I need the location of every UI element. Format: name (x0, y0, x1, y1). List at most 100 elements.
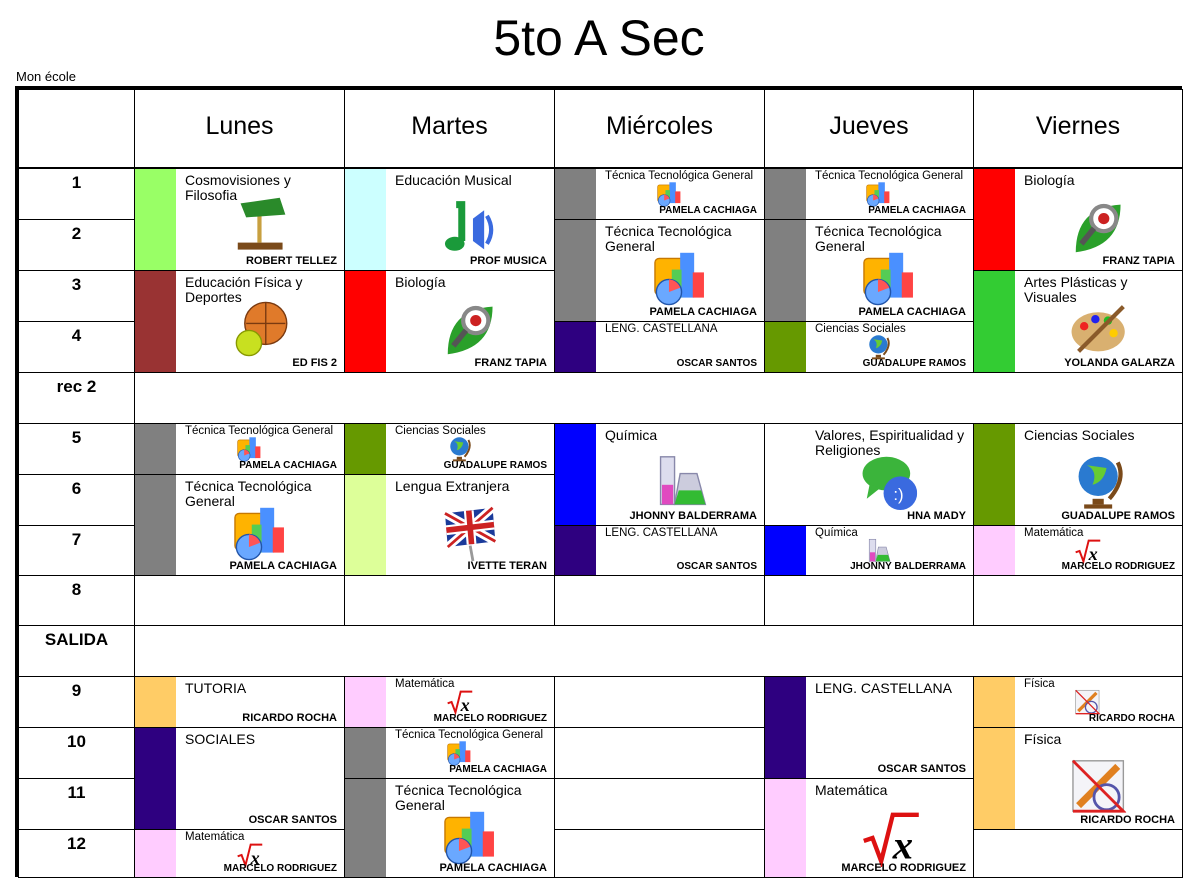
teacher-name: MARCELO RODRIGUEZ (841, 862, 966, 874)
subject-color-strip (765, 424, 806, 525)
chart-icon (652, 250, 708, 306)
teacher-name: PAMELA CACHIAGA (239, 460, 337, 471)
subject-name: Química (815, 527, 858, 539)
sqrt-icon: x (861, 809, 919, 869)
subject-name: Química (605, 427, 658, 443)
day-header-label: Martes (411, 112, 488, 140)
teacher-name: PROF MUSICA (470, 255, 547, 267)
subject-color-strip (974, 526, 1015, 575)
svg-text:x: x (892, 822, 913, 867)
period-label-text: 10 (67, 732, 86, 751)
subject-name: Matemática (815, 782, 888, 798)
lamp-icon (232, 195, 288, 251)
subject-color-strip (135, 271, 176, 372)
subject-name: Física (1024, 731, 1062, 747)
teacher-name: GUADALUPE RAMOS (443, 460, 547, 471)
subject-color-strip (345, 169, 386, 270)
uk-flag-icon (442, 504, 498, 562)
school-name: Mon école (16, 69, 76, 84)
subject-name: Lengua Extranjera (395, 478, 510, 494)
period-label-text: 8 (71, 580, 82, 599)
empty-cell (554, 676, 765, 728)
subject-name: Técnica Tecnológica General (395, 782, 522, 813)
subject-name: Cosmovisiones y Filosofia (185, 172, 291, 203)
chart-icon (865, 181, 891, 207)
subject-name: Valores, Espiritualidad y Religiones (815, 427, 965, 458)
period-label-text: 12 (67, 834, 86, 853)
empty-cell (764, 575, 974, 626)
teacher-name: GUADALUPE RAMOS (1061, 510, 1175, 522)
globe-icon (446, 436, 472, 462)
svg-text:x: x (1088, 544, 1098, 564)
subject-name: Física (1024, 678, 1055, 690)
teacher-name: OSCAR SANTOS (676, 358, 757, 369)
teacher-name: FRANZ TAPIA (1102, 255, 1175, 267)
subject-color-strip (974, 271, 1015, 372)
teacher-name: HNA MADY (907, 510, 966, 522)
teacher-name: ROBERT TELLEZ (245, 255, 337, 267)
sqrt-icon: x (446, 689, 472, 716)
subject-name: Técnica Tecnológica General (605, 223, 732, 254)
empty-cell (554, 829, 765, 878)
subject-color-strip (135, 169, 176, 270)
subject-color-strip (974, 728, 1015, 829)
subject-name: Educación Física y Deportes (185, 274, 303, 305)
teacher-name: YOLANDA GALARZA (1064, 357, 1175, 369)
leaf-magnifier-icon (1070, 199, 1126, 255)
teacher-name: RICARDO ROCHA (1088, 713, 1175, 724)
subject-color-strip (135, 677, 176, 727)
subject-color-strip (555, 220, 596, 321)
chart-icon (656, 181, 682, 207)
period-label: 12 (18, 829, 135, 878)
subject-name: Matemática (185, 831, 245, 843)
break-row (134, 372, 1183, 424)
teacher-name: MARCELO RODRIGUEZ (433, 713, 547, 724)
period-label-text: 3 (71, 275, 82, 294)
teacher-name: PAMELA CACHIAGA (649, 306, 757, 318)
empty-cell (554, 727, 765, 779)
subject-color-strip (555, 322, 596, 372)
period-label-text: 4 (71, 326, 82, 345)
subject-color-strip (765, 677, 806, 778)
teacher-name: PAMELA CACHIAGA (449, 764, 547, 775)
flask-icon (865, 538, 891, 564)
svg-text:x: x (249, 848, 259, 868)
subject-color-strip (765, 220, 806, 321)
period-label: 9 (18, 676, 135, 728)
teacher-name: GUADALUPE RAMOS (862, 358, 966, 369)
globe-icon (1070, 454, 1126, 510)
lesson-block: Valores, Espiritualidad y Religiones:)HN… (764, 423, 974, 526)
subject-color-strip (345, 728, 386, 778)
period-label: 10 (18, 727, 135, 779)
subject-name: Ciencias Sociales (1024, 427, 1135, 443)
teacher-name: ED FIS 2 (292, 357, 337, 369)
day-header: Martes (344, 89, 555, 169)
timetable-title: 5to A Sec (493, 10, 705, 66)
sqrt-icon: x (1074, 538, 1101, 565)
period-label: 5 (18, 423, 135, 475)
globe-icon (865, 334, 891, 360)
subject-color-strip (765, 526, 806, 575)
period-label: 2 (18, 219, 135, 271)
geometry-icon (1070, 758, 1127, 814)
day-header-label: Jueves (829, 112, 909, 140)
teacher-name: OSCAR SANTOS (248, 814, 337, 826)
